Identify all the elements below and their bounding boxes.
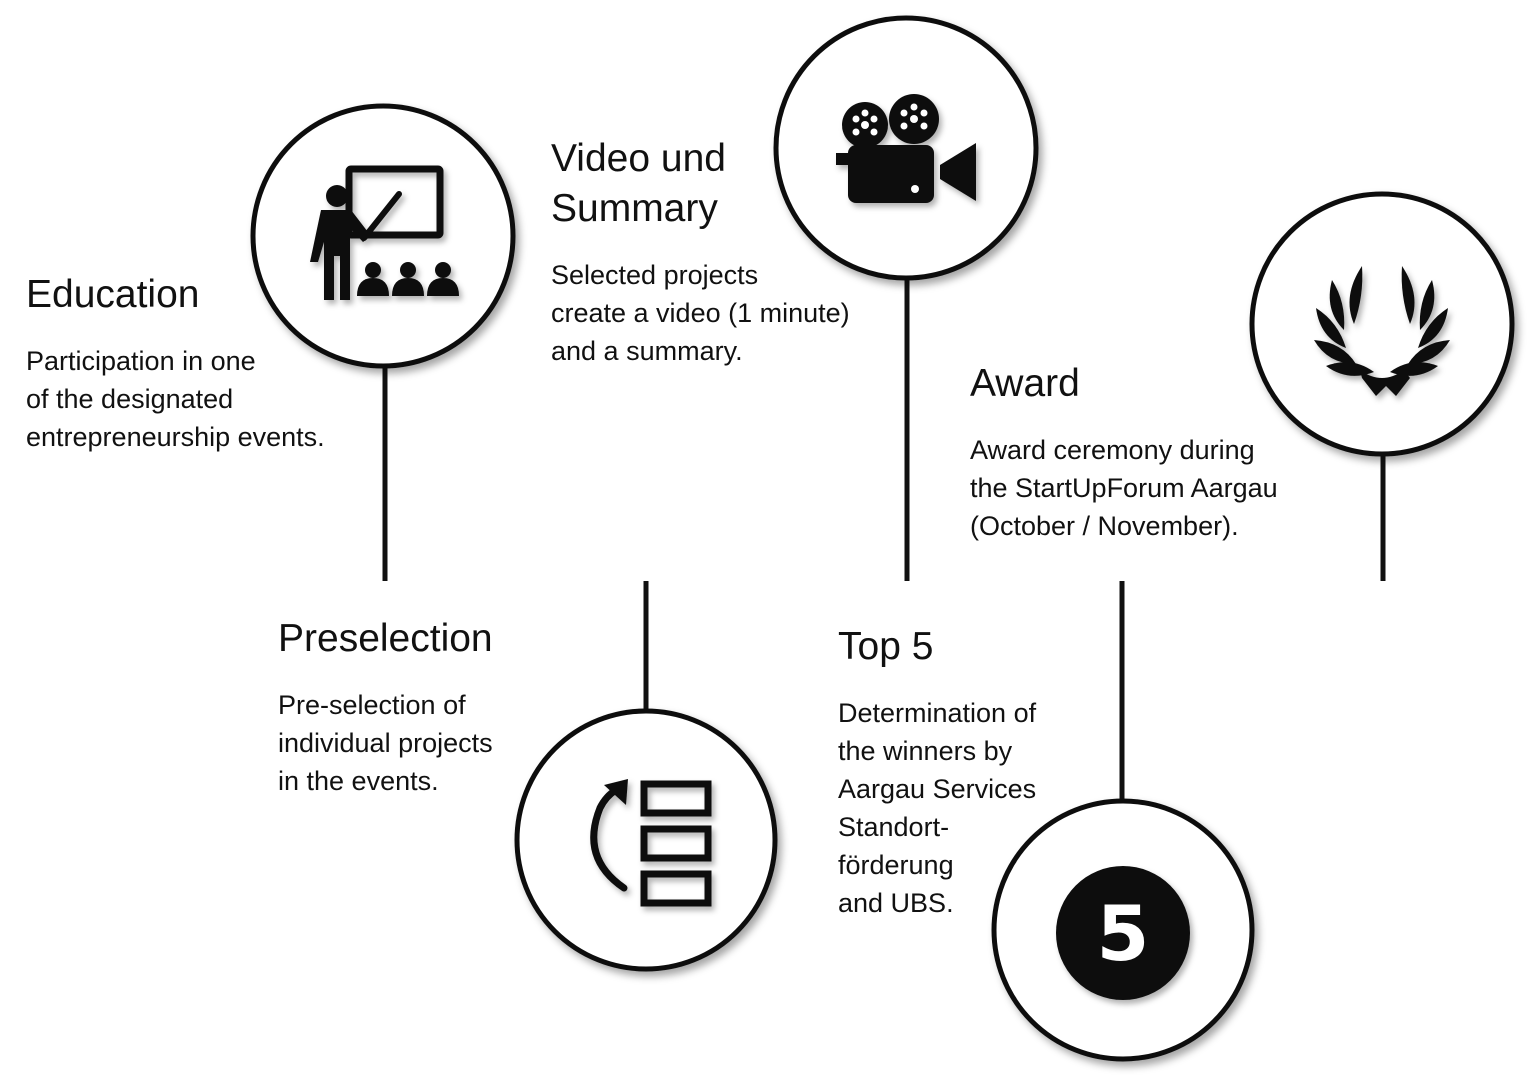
stage-description: Selected projects create a video (1 minu… <box>551 256 850 370</box>
desc-line: the StartUpForum Aargau <box>970 472 1278 503</box>
desc-line: Participation in one <box>26 345 256 376</box>
desc-line: förderung <box>838 850 954 881</box>
title-line: Top 5 <box>838 625 934 668</box>
desc-line: Award ceremony during <box>970 434 1255 465</box>
title-line: Preselection <box>278 617 493 660</box>
teacher-presentation-icon <box>310 165 459 300</box>
top5-badge-text: 5 <box>1097 889 1150 978</box>
desc-line: in the events. <box>278 766 439 797</box>
stage-description: Participation in one of the designated e… <box>26 342 325 456</box>
stage-title: Education <box>26 270 325 320</box>
stage-title: Preselection <box>278 614 493 664</box>
list-selection-icon <box>590 779 712 907</box>
number-five-icon: 5 <box>1056 866 1190 1000</box>
stage-preselection: Preselection Pre-selection of individual… <box>278 614 493 800</box>
stage-description: Pre-selection of individual projects in … <box>278 686 493 800</box>
stage-title: Top 5 <box>838 622 1036 672</box>
stage-video-summary: Video und Summary Selected projects crea… <box>551 134 850 370</box>
stage-top5: Top 5 Determination of the winners by Aa… <box>838 622 1036 922</box>
stage-award: Award Award ceremony during the StartUpF… <box>970 359 1278 545</box>
desc-line: (October / November). <box>970 511 1239 542</box>
title-line: Award <box>970 362 1080 405</box>
desc-line: Aargau Services <box>838 774 1037 805</box>
desc-line: the winners by <box>838 735 1013 766</box>
desc-line: and a summary. <box>551 335 743 366</box>
title-line: Education <box>26 273 200 316</box>
stage-education: Education Participation in one of the de… <box>26 270 325 456</box>
desc-line: Pre-selection of <box>278 689 466 720</box>
stage-title: Video und Summary <box>551 134 850 234</box>
desc-line: individual projects <box>278 727 493 758</box>
title-line: Video und <box>551 137 726 180</box>
award-node <box>1249 191 1515 457</box>
desc-line: and UBS. <box>838 888 954 919</box>
title-line: Summary <box>551 186 718 230</box>
desc-line: Determination of <box>838 697 1037 728</box>
desc-line: entrepreneurship events. <box>26 422 325 453</box>
desc-line: Selected projects <box>551 259 759 290</box>
laurel-wreath-icon <box>1314 266 1450 396</box>
stage-description: Determination of the winners by Aargau S… <box>838 694 1036 922</box>
desc-line: create a video (1 minute) <box>551 297 850 328</box>
movie-camera-icon <box>836 94 976 203</box>
stage-title: Award <box>970 359 1278 409</box>
stage-description: Award ceremony during the StartUpForum A… <box>970 431 1278 545</box>
desc-line: of the designated <box>26 383 234 414</box>
desc-line: Standort- <box>838 812 950 843</box>
